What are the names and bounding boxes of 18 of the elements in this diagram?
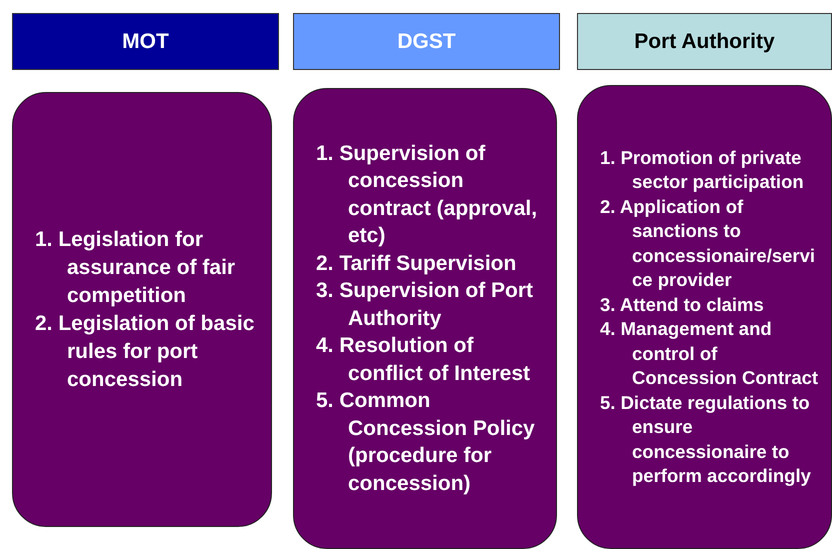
list-item: 5. Dictate regulations to ensure concessionaire to perform accordingly (600, 390, 812, 488)
list-item: 3. Attend to claims (600, 292, 765, 316)
header-bar: DGST (293, 13, 560, 70)
list-item: 5. Common Concession Policy (procedure for concession) (316, 388, 536, 497)
list-item: 1. Promotion of private sector participation (600, 146, 805, 194)
list-item: 2. Application of sanctions to concessionaire/service provider (600, 194, 816, 292)
list-item: 4. Management and control of Concession Contract (600, 317, 820, 390)
list-item: 1. Legislation for assurance of fair competition (35, 226, 236, 308)
list-panel (293, 88, 557, 549)
header-bar: MOT (12, 13, 279, 70)
list-item: 4. Resolution of conflict of Interest (316, 333, 532, 387)
list-panel (12, 92, 272, 527)
list-item: 3. Supervision of Port Authority (316, 278, 534, 332)
list-item: 1. Supervision of concession contract (approval, etc) (316, 140, 538, 250)
list-item: 2. Tariff Supervision (316, 250, 518, 277)
list-item: 2. Legislation of basic rules for port concession (35, 310, 256, 392)
header-bar: Port Authority (577, 13, 832, 70)
list-panel (577, 85, 832, 549)
